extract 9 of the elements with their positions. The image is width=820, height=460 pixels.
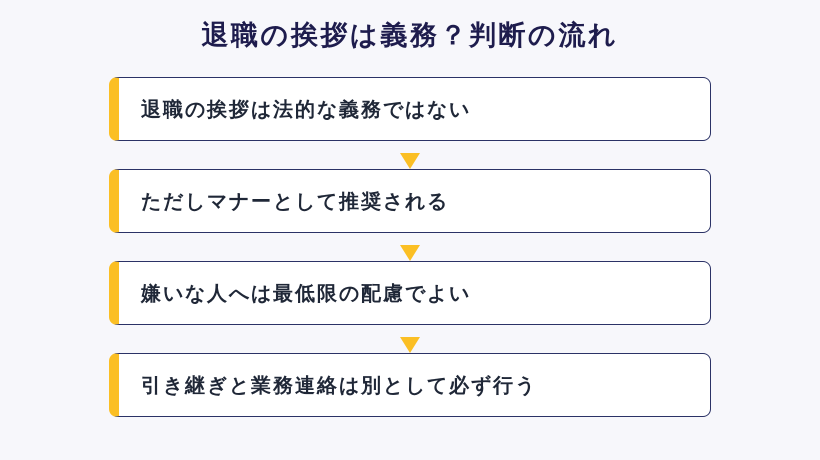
step-text: ただしマナーとして推奨される xyxy=(141,188,449,214)
step-text: 嫌いな人へは最低限の配慮でよい xyxy=(141,280,471,306)
diagram-title: 退職の挨拶は義務？判断の流れ xyxy=(202,19,618,53)
step-box xyxy=(109,261,711,325)
step-text: 退職の挨拶は法的な義務ではない xyxy=(141,96,471,122)
step-box xyxy=(109,77,711,141)
step-box xyxy=(109,169,711,233)
step-text: 引き継ぎと業務連絡は別として必ず行う xyxy=(141,372,537,398)
step-box xyxy=(109,353,711,417)
